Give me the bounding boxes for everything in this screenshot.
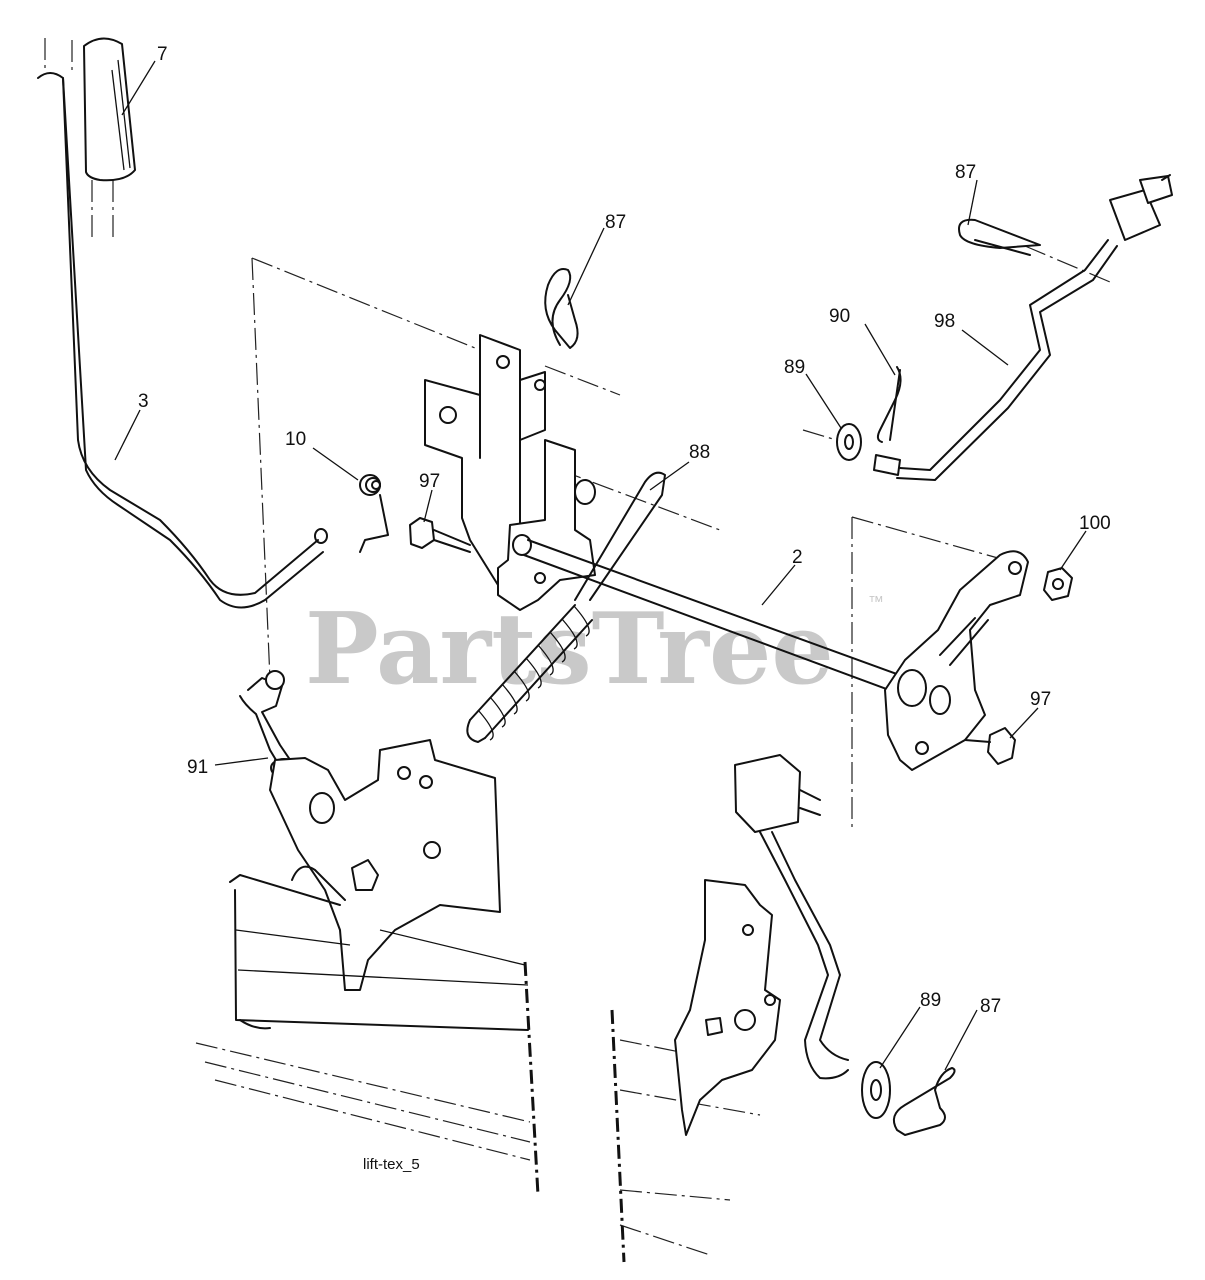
- callout-2: 2: [792, 547, 803, 568]
- nut-part-100: [1043, 567, 1073, 601]
- cotter-pin-part-90: [876, 366, 902, 443]
- washer-part-89-top: [836, 423, 862, 461]
- callout-87-top: 87: [605, 212, 626, 233]
- callout-98: 98: [934, 311, 955, 332]
- callout-97-right: 97: [1030, 689, 1051, 710]
- callout-100: 100: [1079, 513, 1111, 534]
- watermark-text: PartsTree: [305, 592, 834, 707]
- adjustment-rod-part-98: [873, 174, 1173, 481]
- pivot-bracket: [497, 439, 596, 611]
- extension-spring-part-88: [466, 471, 666, 743]
- callout-3: 3: [138, 391, 149, 412]
- left-deck-hanger: [269, 739, 501, 991]
- lift-link-right: [734, 754, 849, 1080]
- bolt-part-97-left: [409, 517, 471, 553]
- grip-part-7: [83, 37, 136, 182]
- lift-arm-right: [884, 550, 1029, 771]
- torsion-spring-part-10: [359, 474, 389, 553]
- left-deck-body: [229, 874, 529, 1031]
- callout-89-bottom: 89: [920, 990, 941, 1011]
- lift-lever-part-3: [37, 72, 328, 609]
- hairpin-clip-part-87-bottom: [892, 1067, 956, 1136]
- lift-shaft-part-2: [523, 539, 906, 695]
- callout-97-left: 97: [419, 471, 440, 492]
- callout-87-bottom: 87: [980, 996, 1001, 1017]
- figure-caption: lift-tex_5: [363, 1156, 420, 1173]
- callout-labels: 7 87 87 90 98 89 3 10 97 88 2 100 97 91 …: [138, 44, 1111, 1017]
- callout-88: 88: [689, 442, 710, 463]
- mount-bracket: [424, 334, 546, 586]
- callout-7: 7: [157, 44, 168, 65]
- alignment-lines: [44, 38, 1111, 1263]
- right-deck-hanger: [674, 879, 781, 1136]
- callout-87-right: 87: [955, 162, 976, 183]
- callout-10: 10: [285, 429, 306, 450]
- callout-leaders: [114, 60, 1087, 1071]
- hairpin-clip-part-87-right: [958, 218, 1041, 256]
- callout-89-top: 89: [784, 357, 805, 378]
- callout-91: 91: [187, 757, 208, 778]
- hairpin-clip-part-87-top: [544, 268, 579, 349]
- washer-part-89-bottom: [861, 1061, 891, 1119]
- bolt-part-97-right: [964, 727, 1016, 765]
- watermark-trademark: ™: [868, 594, 884, 611]
- callout-90: 90: [829, 306, 850, 327]
